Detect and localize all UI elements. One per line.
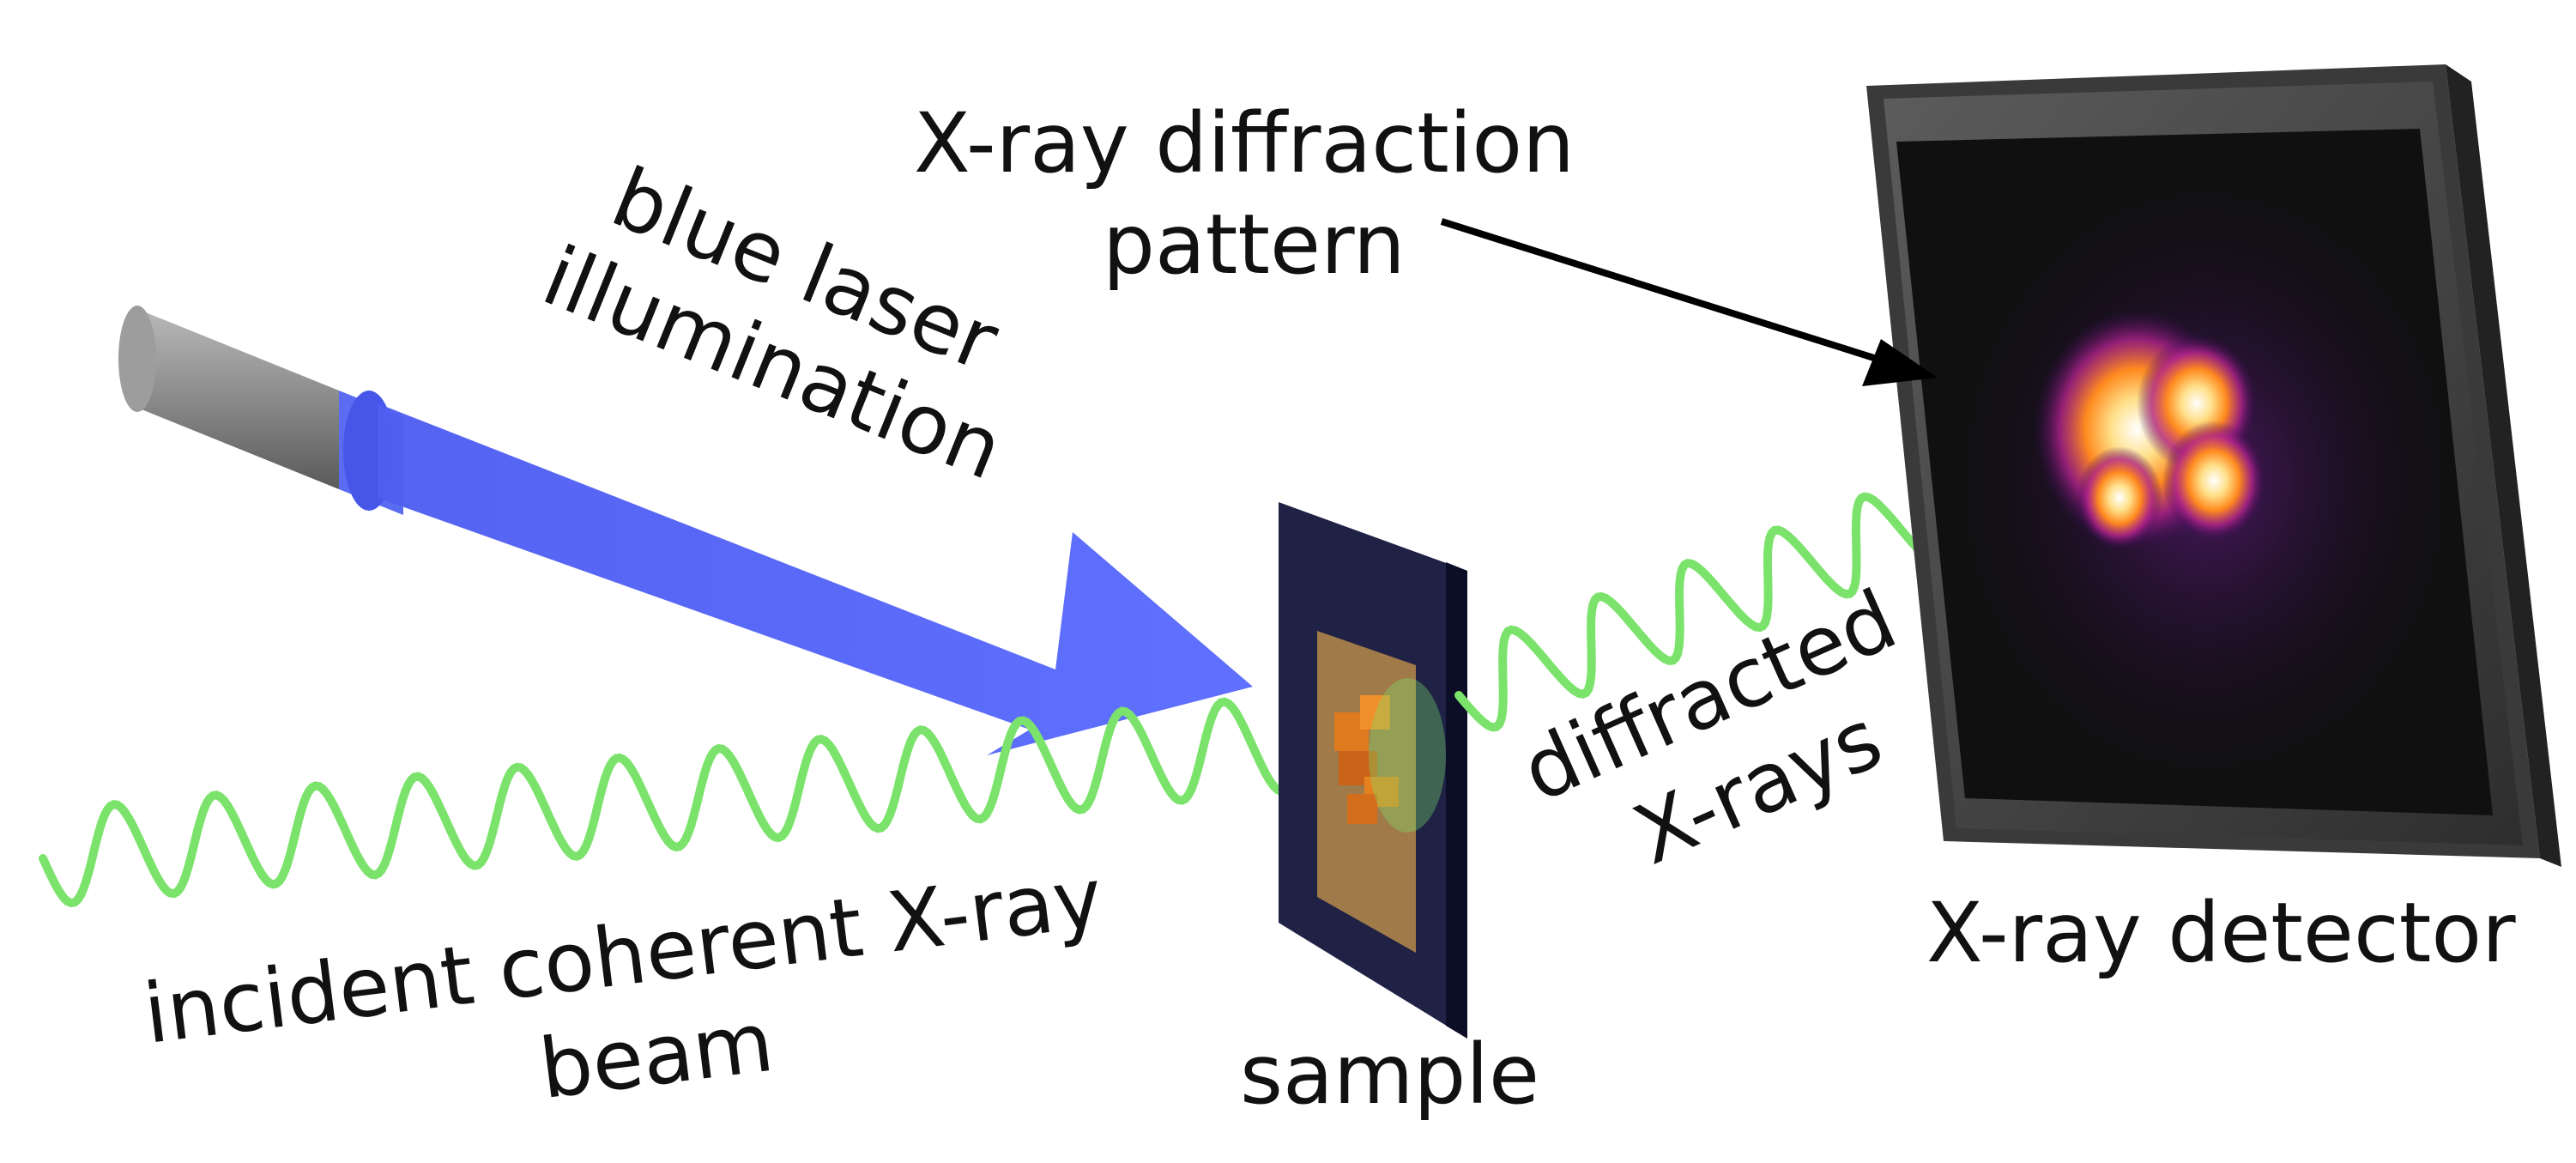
incident-xray-wave: [39, 688, 1398, 908]
laser-cylinder-icon: [118, 306, 403, 515]
diffraction-pattern: [1948, 172, 2463, 790]
label-incident-line2: beam: [535, 994, 778, 1118]
label-sample: sample: [1240, 1027, 1539, 1123]
sample-crystal: [1334, 695, 1399, 824]
xray-detector: [1866, 64, 2561, 867]
label-diffraction-pattern-line1: X-ray diffraction: [914, 95, 1575, 191]
pointer-arrow-icon: [1440, 218, 1938, 386]
label-detector: X-ray detector: [1926, 885, 2516, 981]
laser-beam: [378, 403, 1253, 755]
label-diffraction-pattern-line2: pattern: [1103, 197, 1406, 293]
sample-plate: [1279, 502, 1467, 1039]
